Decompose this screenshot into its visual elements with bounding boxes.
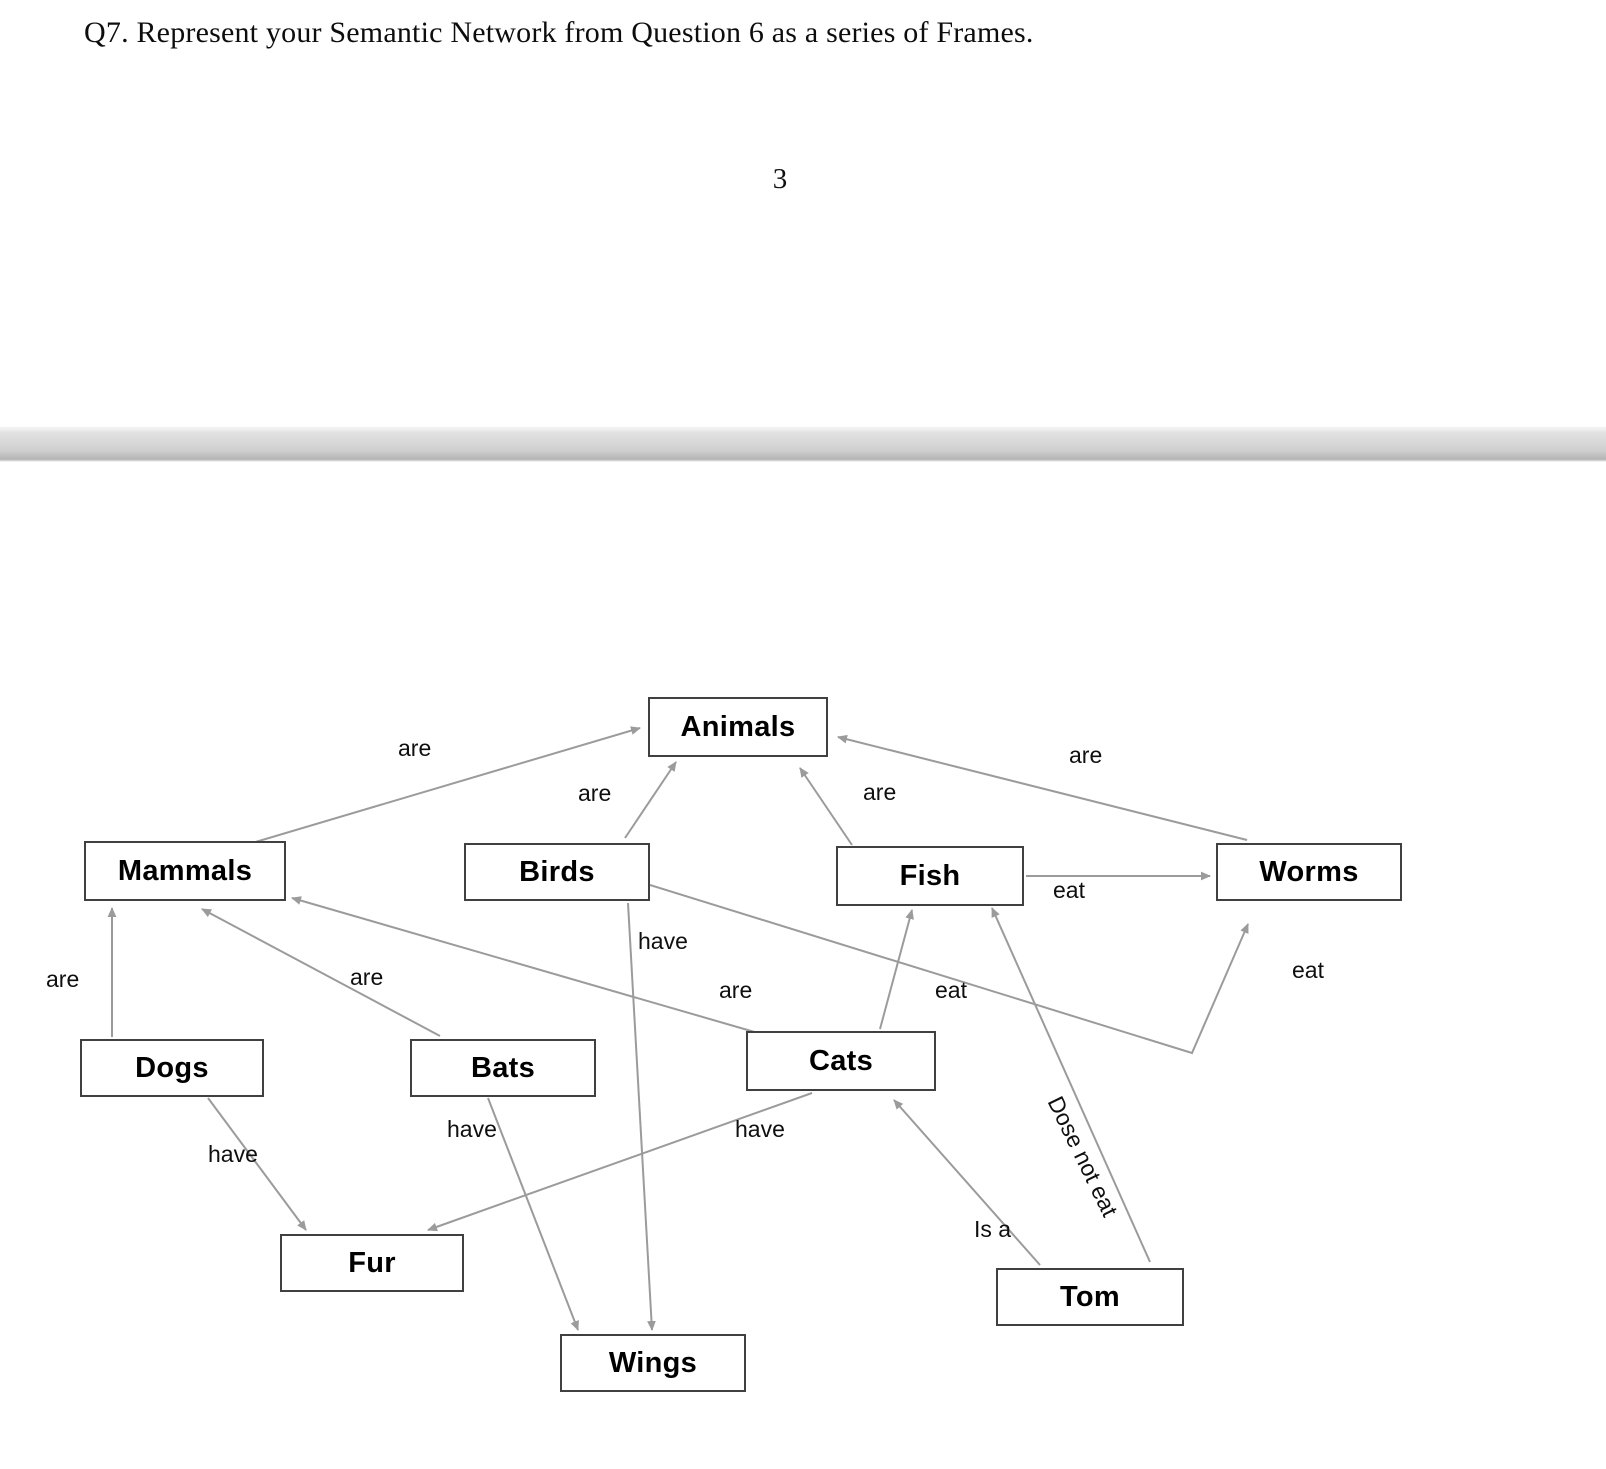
edge-label-birds-wings: have: [638, 928, 688, 954]
edge-label-fish-animals: are: [863, 779, 897, 805]
edge-label-birds-worms: eat: [1292, 957, 1324, 983]
node-fur[interactable]: Fur: [280, 1234, 464, 1292]
edge-label-cats-fur: have: [735, 1116, 785, 1142]
edge-birds-wings: [627, 902, 656, 1331]
node-mammals[interactable]: Mammals: [84, 841, 286, 901]
edge-tom-cats: [893, 1099, 1041, 1266]
edge-label-bats-mammals: are: [350, 964, 384, 990]
node-dogs[interactable]: Dogs: [80, 1039, 264, 1097]
edge-label-cats-mammals: are: [719, 977, 753, 1003]
edge-cats-fish: [879, 909, 914, 1030]
edge-label-mammals-animals: are: [398, 735, 432, 761]
edge-label-cats-fish: eat: [935, 977, 967, 1003]
edge-label-worms-animals: are: [1069, 742, 1103, 768]
edge-label-tom-fish: Dose not eat: [1042, 1092, 1124, 1221]
node-tom[interactable]: Tom: [996, 1268, 1184, 1326]
node-worms[interactable]: Worms: [1216, 843, 1402, 901]
edge-label-dogs-mammals: are: [46, 966, 80, 992]
node-cats[interactable]: Cats: [746, 1031, 936, 1091]
edge-tom-fish: [991, 907, 1151, 1263]
page-title: Q7. Represent your Semantic Network from…: [84, 16, 1034, 49]
node-bats[interactable]: Bats: [410, 1039, 596, 1097]
edge-cats-fur: [427, 1092, 813, 1232]
edge-bats-wings: [487, 1097, 579, 1331]
page-number: 3: [772, 163, 788, 195]
edge-bats-mammals: [201, 908, 441, 1037]
edge-fish-animals: [799, 767, 853, 846]
node-birds[interactable]: Birds: [464, 843, 650, 901]
edge-label-bats-wings: have: [447, 1116, 497, 1142]
page-separator: [0, 427, 1606, 462]
node-animals[interactable]: Animals: [648, 697, 828, 757]
edge-label-tom-cats: Is a: [974, 1216, 1012, 1242]
edge-label-birds-animals: are: [578, 780, 612, 806]
edge-label-fish-worms: eat: [1053, 877, 1085, 903]
edge-birds-animals: [624, 761, 677, 839]
node-fish[interactable]: Fish: [836, 846, 1024, 906]
edge-birds-worms: [649, 884, 1249, 1055]
node-wings[interactable]: Wings: [560, 1334, 746, 1392]
edge-label-dogs-fur: have: [208, 1141, 258, 1167]
edge-worms-animals: [837, 734, 1248, 841]
